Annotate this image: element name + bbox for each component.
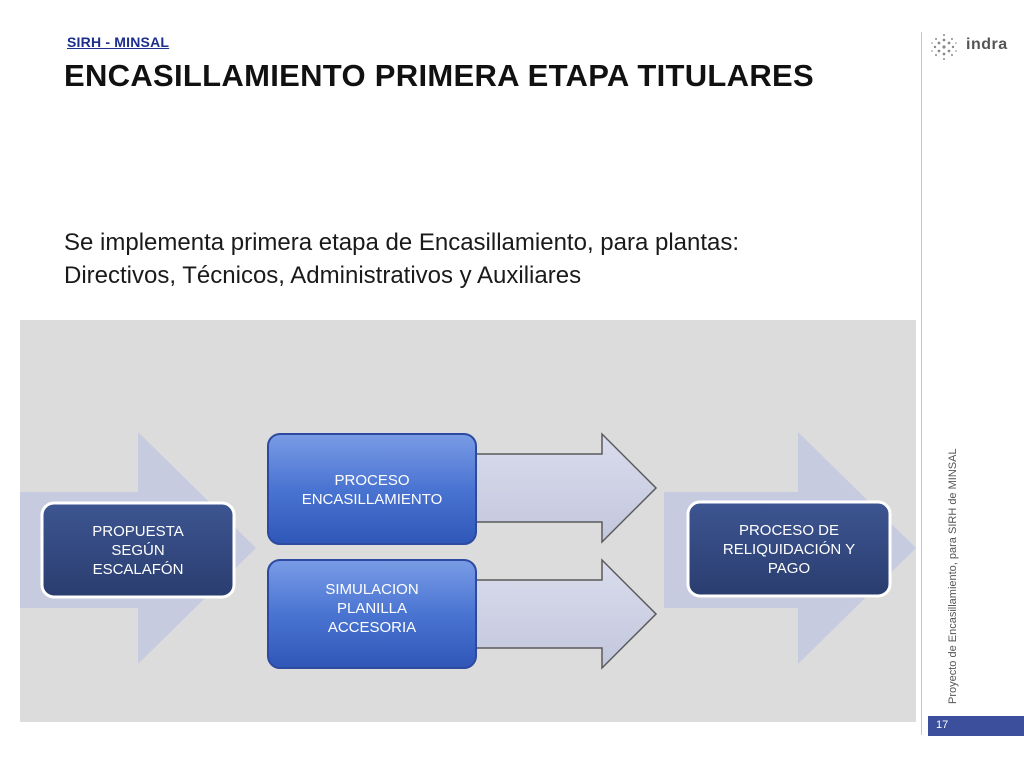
vertical-divider [921, 32, 922, 735]
process-diagram: PROPUESTA SEGÚN ESCALAFÓN PROCESO ENCASI… [20, 320, 916, 722]
page-number: 17 [936, 719, 949, 731]
body-line-2: Directivos, Técnicos, Administrativos y … [64, 262, 582, 289]
arrow-upper-small [471, 432, 658, 544]
brand-name: indra [966, 36, 1008, 53]
arrow-lower-small [471, 558, 658, 670]
page-title: ENCASILLAMIENTO PRIMERA ETAPA TITULARES [64, 58, 814, 93]
box-reliquidacion [686, 500, 892, 598]
footnote-vertical: Proyecto de Encasillamiento, para SIRH d… [947, 448, 959, 704]
body-line-1: Se implementa primera etapa de Encasilla… [64, 229, 740, 256]
box-propuesta [40, 501, 236, 599]
page-number-bar [928, 716, 1024, 736]
body-paragraph: Se implementa primera etapa de Encasilla… [64, 226, 904, 292]
indra-logo-icon [931, 34, 957, 60]
box-simulacion [267, 559, 477, 669]
box-proceso-encasillamiento [267, 433, 477, 545]
section-link[interactable]: SIRH - MINSAL [67, 34, 170, 50]
